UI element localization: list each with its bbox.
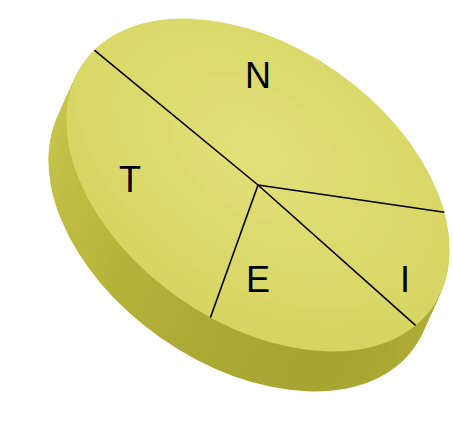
- disc-top-face: [4, 0, 453, 420]
- sector-letter: E: [246, 262, 270, 298]
- sector-letter: N: [245, 58, 271, 94]
- disc-side-layer: [4, 0, 453, 421]
- sector-lines: [94, 50, 444, 325]
- disc-top: [4, 0, 453, 420]
- sector-divider: [94, 50, 258, 185]
- sector-letter: I: [400, 262, 410, 298]
- sector-divider: [258, 185, 416, 325]
- sector-letter: T: [119, 162, 141, 198]
- sector-divider: [258, 185, 444, 212]
